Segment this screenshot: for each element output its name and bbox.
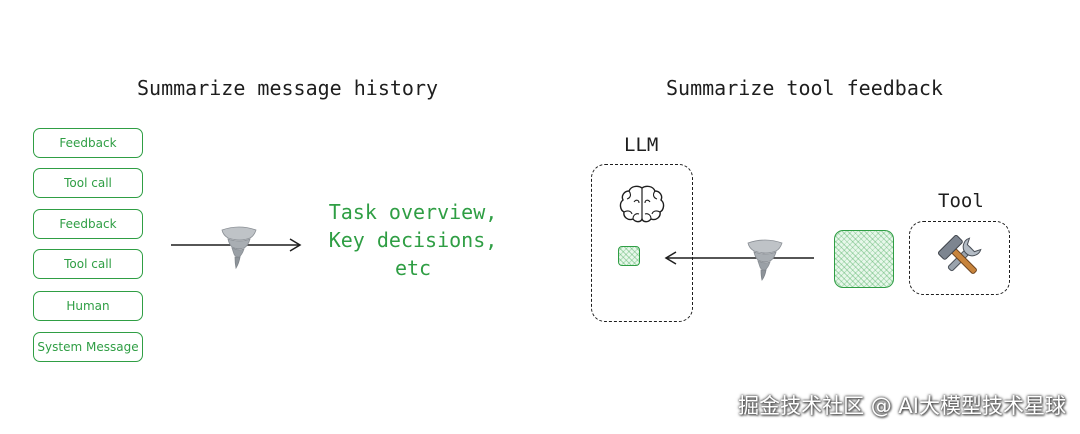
llm-container (591, 164, 693, 322)
left-panel-title: Summarize message history (137, 76, 439, 100)
tornado-icon (221, 226, 257, 270)
brain-icon (619, 185, 665, 223)
watermark: 掘金技术社区 @ AI大模型技术星球 (738, 394, 1066, 418)
tool-label: Tool (938, 190, 984, 212)
right-panel-title: Summarize tool feedback (666, 76, 943, 100)
compress-arrow-right (664, 239, 814, 281)
llm-label: LLM (624, 134, 659, 156)
message-box-feedback: Feedback (33, 209, 143, 239)
message-box-tool-call: Tool call (33, 168, 143, 198)
message-box-system-message: System Message (33, 332, 143, 362)
compress-arrow-left (171, 226, 302, 270)
message-box-feedback: Feedback (33, 128, 143, 158)
hammer-and-wrench-icon (937, 234, 982, 274)
summary-text: Task overview, Key decisions, etc (328, 200, 498, 280)
tornado-icon (747, 239, 783, 281)
tool-container (909, 221, 1010, 295)
message-box-human: Human (33, 291, 143, 321)
tool-feedback-block (834, 230, 894, 288)
summary-token-square (618, 246, 640, 266)
message-box-tool-call: Tool call (33, 249, 143, 279)
